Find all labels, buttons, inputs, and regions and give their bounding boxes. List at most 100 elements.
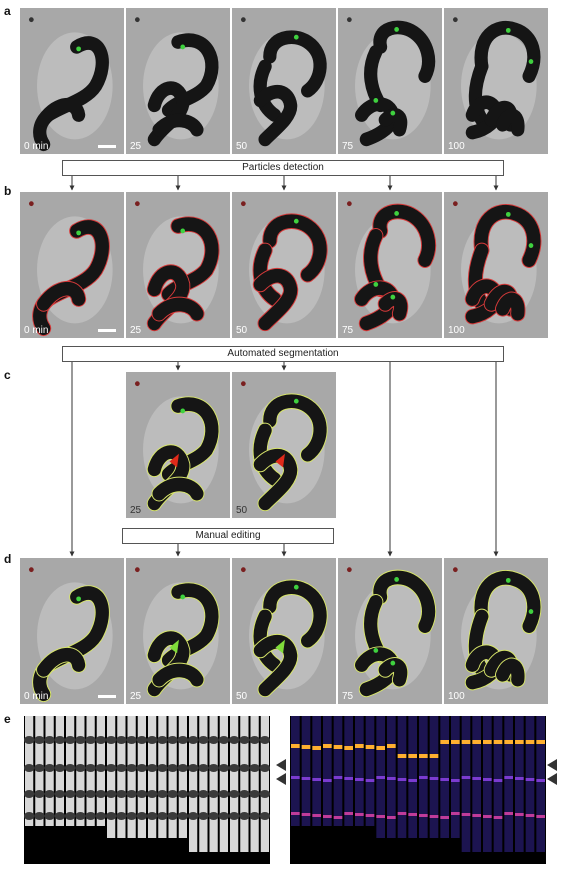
panel-label-e: e <box>4 712 11 726</box>
microscopy-frame: 50 <box>232 192 336 338</box>
fluorescence-band <box>504 776 513 779</box>
kymograph-column <box>333 716 343 826</box>
septum-mark <box>218 790 229 798</box>
fluorescence-band <box>536 740 545 744</box>
septum-mark <box>75 764 86 772</box>
septum-mark <box>44 790 55 798</box>
kymograph-fluorescence <box>290 716 546 864</box>
septum-mark <box>147 790 158 798</box>
time-label: 100 <box>448 141 465 152</box>
septum-mark <box>106 736 117 744</box>
septum-mark <box>239 790 250 798</box>
septum-mark <box>188 764 199 772</box>
septum-mark <box>157 736 168 744</box>
septum-mark <box>24 736 35 744</box>
fluorescence-band <box>365 745 375 749</box>
time-label: 0 min <box>24 141 49 152</box>
septum-mark <box>249 736 260 744</box>
time-label: 0 min <box>24 691 49 702</box>
septum-mark <box>75 790 86 798</box>
kymograph-column <box>178 716 187 838</box>
septum-mark <box>85 790 96 798</box>
septum-mark <box>239 764 250 772</box>
kymograph-column <box>323 716 332 826</box>
fluorescence-band <box>344 812 353 815</box>
particles-detection-box: Particles detection <box>62 160 504 176</box>
kymograph-column <box>168 716 177 838</box>
time-label: 25 <box>130 325 142 336</box>
microscopy-frame: 25 <box>126 558 230 704</box>
kymograph-pointer-icon <box>547 759 557 771</box>
microscopy-frame: 100 <box>444 192 548 338</box>
fluorescence-band <box>365 814 375 817</box>
green-arrowhead-icon <box>169 639 179 654</box>
septum-mark <box>95 812 106 820</box>
kymograph-column <box>158 716 167 838</box>
fluorescence-band <box>536 779 545 782</box>
septum-mark <box>95 790 106 798</box>
kymograph-column <box>525 716 535 852</box>
septum-mark <box>249 790 260 798</box>
panel-label-d: d <box>4 552 12 566</box>
fluorescence-band <box>301 745 311 749</box>
microscopy-frame: 75 <box>338 558 442 704</box>
septum-mark <box>167 790 178 798</box>
septum-mark <box>167 812 178 820</box>
time-label: 75 <box>342 325 354 336</box>
time-label: 75 <box>342 141 354 152</box>
microscopy-frame: 100 <box>444 558 548 704</box>
kymograph-column <box>148 716 157 838</box>
microscopy-frame: 50 <box>232 558 336 704</box>
fluorescence-band <box>397 754 407 758</box>
septum-mark <box>85 764 96 772</box>
scale-bar <box>98 329 116 332</box>
fluorescence-band <box>483 740 492 744</box>
fluorescence-band <box>429 754 439 758</box>
kymograph-pointer-icon <box>547 773 557 785</box>
septum-mark <box>85 736 96 744</box>
septum-mark <box>44 736 55 744</box>
red-arrowhead-icon <box>169 453 179 468</box>
septum-mark <box>34 736 45 744</box>
septum-mark <box>65 764 76 772</box>
septum-mark <box>198 736 209 744</box>
fluorescence-band <box>504 812 513 815</box>
microscopy-frame: 25 <box>126 8 230 154</box>
scale-bar <box>98 695 116 698</box>
septum-mark <box>218 812 229 820</box>
septum-mark <box>177 764 188 772</box>
fluorescence-band <box>451 779 460 782</box>
time-label: 25 <box>130 141 142 152</box>
septum-mark <box>157 764 168 772</box>
fluorescence-band <box>440 740 449 744</box>
fluorescence-band <box>397 778 407 781</box>
time-label: 50 <box>236 691 248 702</box>
fluorescence-band <box>312 746 321 750</box>
kymograph-column <box>365 716 375 826</box>
microscopy-frame: 0 min <box>20 8 124 154</box>
fluorescence-band <box>344 746 353 750</box>
septum-mark <box>208 790 219 798</box>
fluorescence-band <box>440 778 449 781</box>
fluorescence-band <box>525 778 535 781</box>
fluorescence-band <box>397 812 407 815</box>
septum-mark <box>229 764 240 772</box>
fluorescence-band <box>323 744 332 748</box>
septum-mark <box>54 812 65 820</box>
fluorescence-band <box>376 776 385 779</box>
septum-mark <box>54 790 65 798</box>
septum-mark <box>136 736 147 744</box>
septum-mark <box>239 812 250 820</box>
septum-mark <box>177 736 188 744</box>
fluorescence-band <box>429 815 439 818</box>
kymograph-column <box>240 716 249 852</box>
septum-mark <box>65 812 76 820</box>
panel-label-a: a <box>4 4 11 18</box>
septum-mark <box>229 812 240 820</box>
septum-mark <box>188 790 199 798</box>
fluorescence-band <box>419 776 428 779</box>
septum-mark <box>259 764 270 772</box>
septum-mark <box>44 764 55 772</box>
microscopy-frame: 0 min <box>20 192 124 338</box>
kymograph-column <box>301 716 311 826</box>
